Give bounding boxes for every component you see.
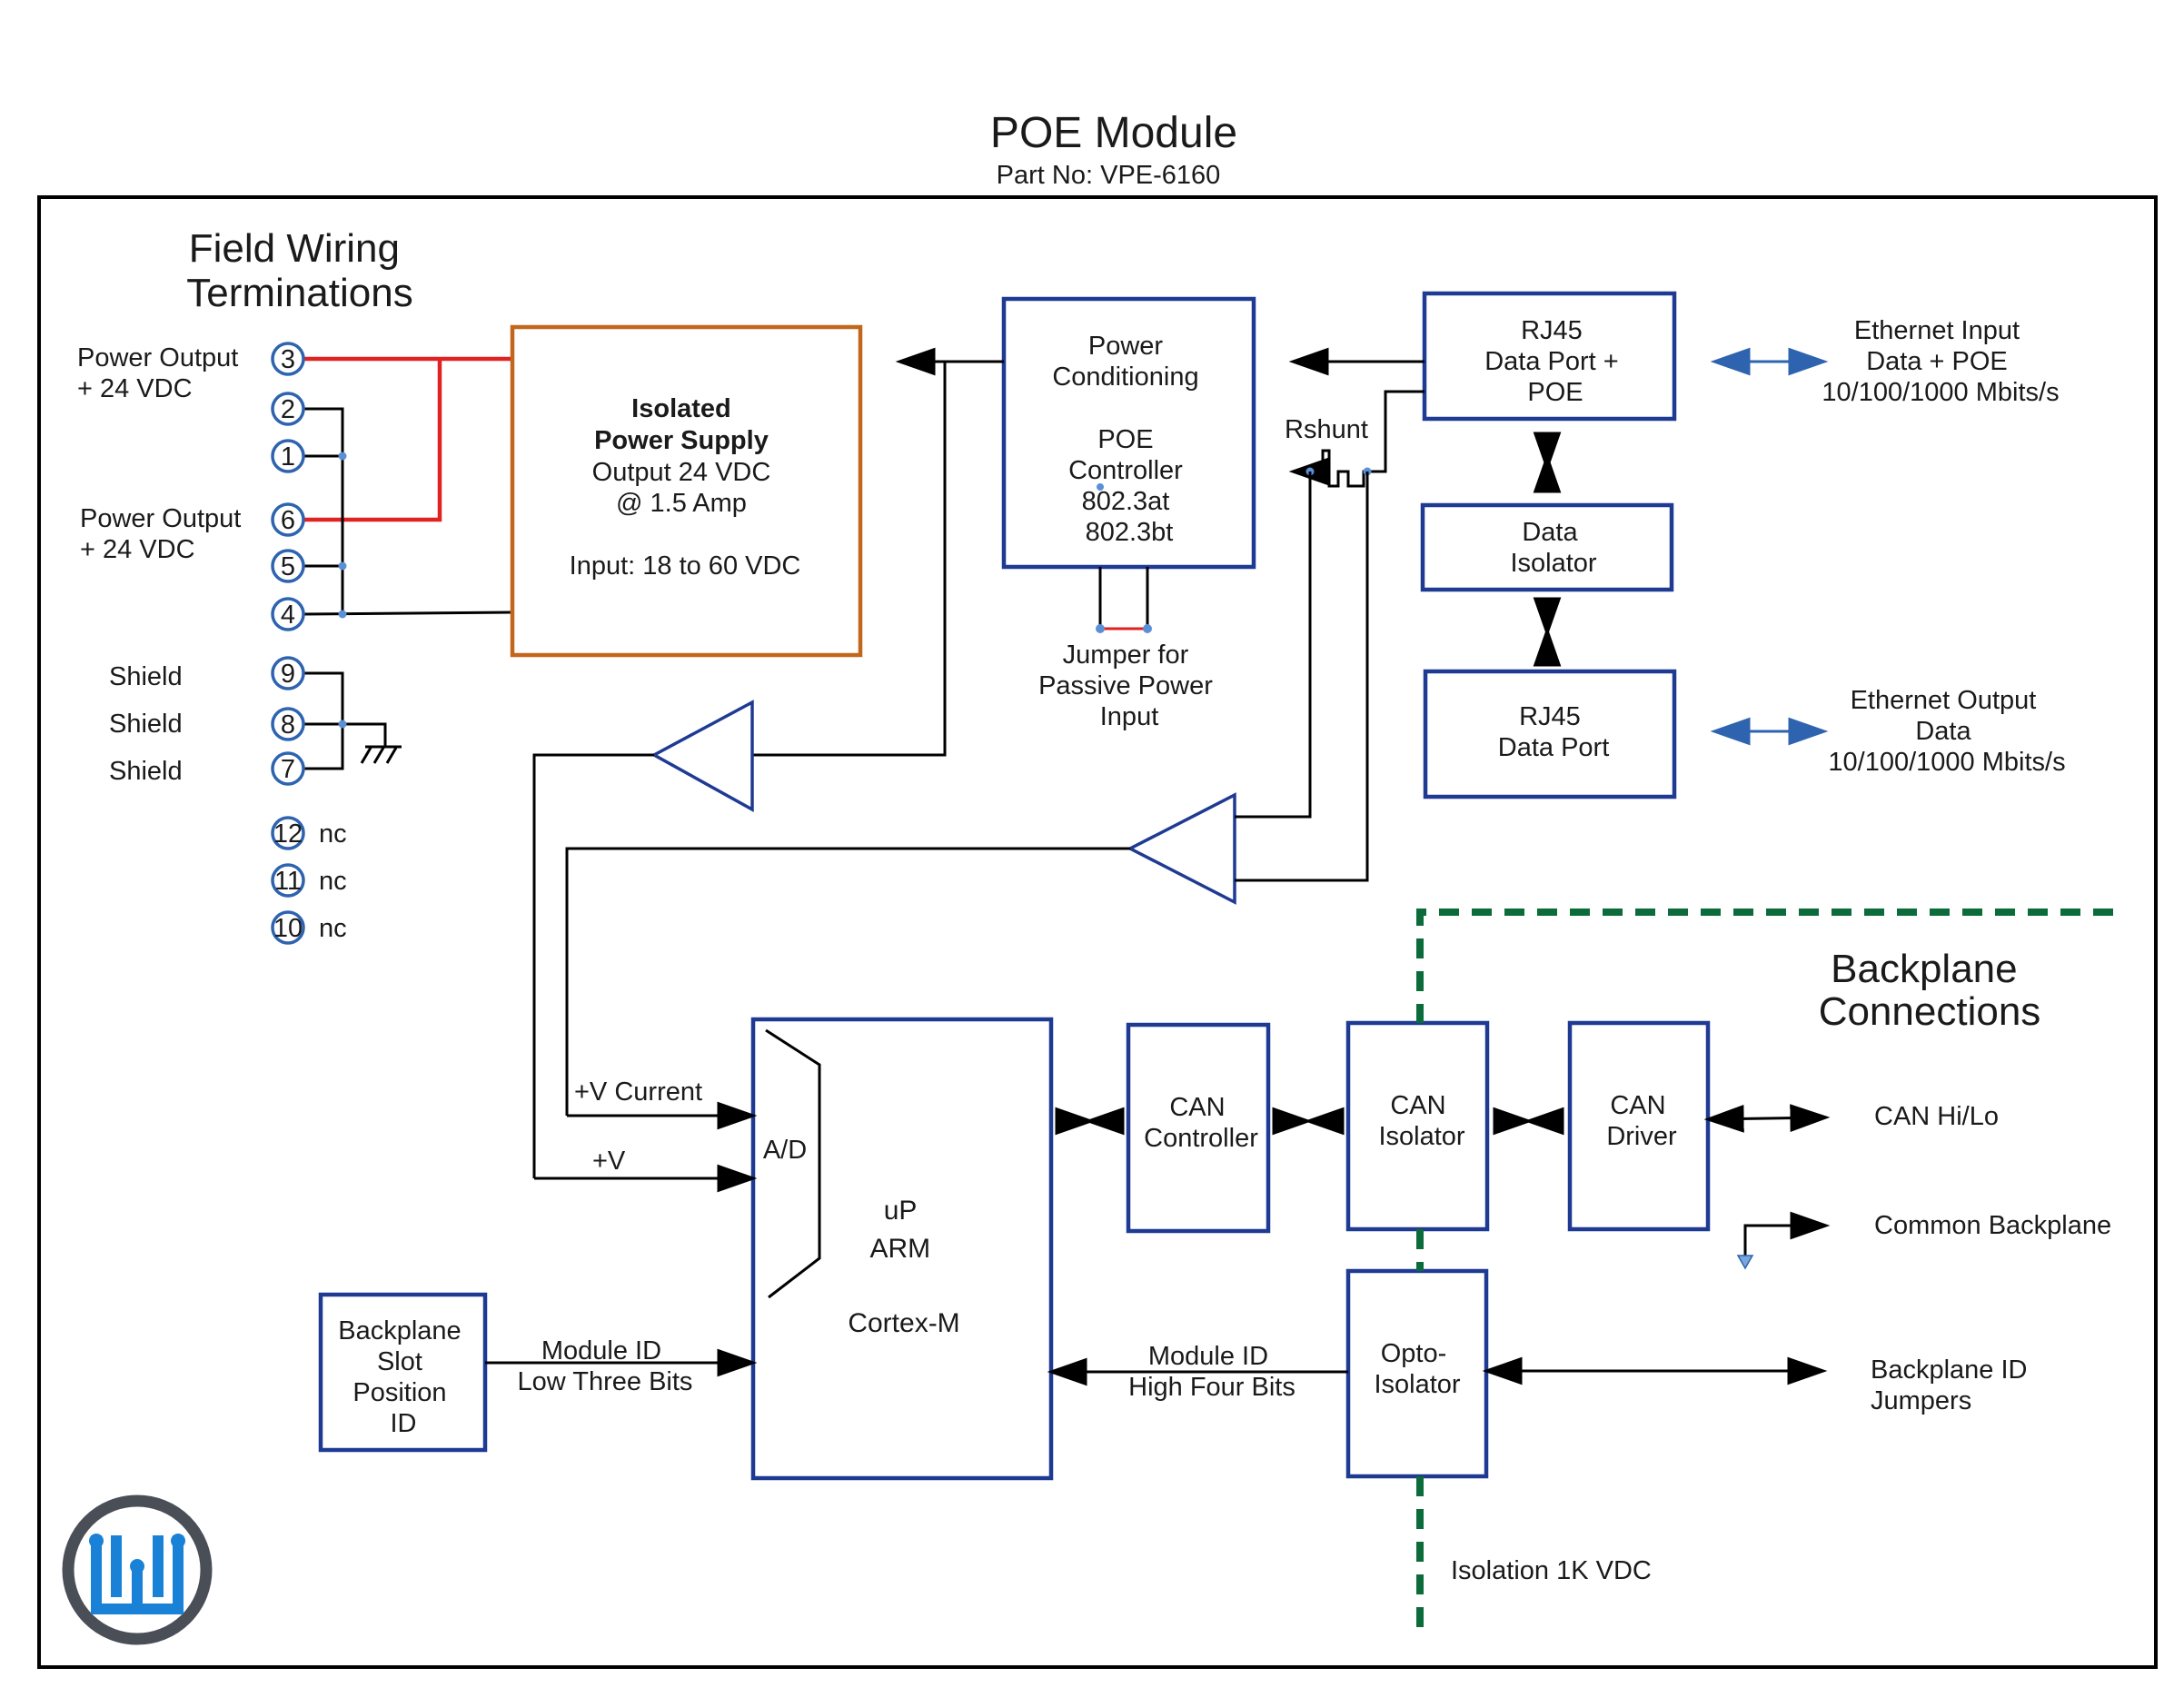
psu-label: Isolated Power Supply Output 24 VDC @ 1.…: [570, 394, 801, 581]
v-plus-label: +V: [592, 1147, 626, 1176]
terminal-1: 1: [271, 439, 305, 473]
ethernet-input-label: Ethernet Input Data + POE 10/100/1000 Mb…: [1822, 316, 2059, 407]
terminal-2: 2: [271, 392, 305, 426]
page-title: POE Module: [990, 109, 1237, 157]
terminal-6: 6: [271, 502, 305, 537]
jumper-pin: [1096, 624, 1105, 633]
terminal-7: 7: [271, 751, 305, 786]
svg-text:8: 8: [281, 710, 295, 740]
ground-wire: [342, 722, 387, 747]
diagram-frame: [37, 195, 2158, 1669]
rshunt-resistor: [1305, 390, 1425, 488]
svg-text:4: 4: [281, 601, 295, 630]
svg-text:12: 12: [273, 819, 303, 849]
company-logo-icon: [62, 1494, 213, 1645]
shield-label-8: Shield: [109, 710, 183, 739]
terminal-8: 8: [271, 707, 305, 741]
part-number: Part No: VPE-6160: [997, 161, 1221, 190]
can-hilo-label: CAN Hi/Lo: [1874, 1102, 1999, 1131]
terminal-5: 5: [271, 549, 305, 583]
rj45-poe-block: [1422, 291, 1677, 422]
module-id-low-label: Module ID Low Three Bits: [518, 1336, 693, 1396]
opto-isolator-label: Opto- Isolator: [1374, 1339, 1460, 1399]
power-sense-wire: [752, 362, 947, 757]
opto-isolator-block: [1345, 1268, 1489, 1479]
isolation-barrier: [1416, 909, 2113, 1023]
cpu-block: [750, 1017, 1054, 1481]
current-sense-wire: [1235, 472, 1312, 819]
current-sense-wire: [1235, 472, 1369, 882]
junction-dot: [338, 610, 347, 619]
rj45-data-block: [1423, 669, 1677, 799]
svg-text:7: 7: [281, 755, 295, 784]
return-wire-t4: [303, 611, 513, 616]
terminal-12: 12: [271, 816, 305, 850]
svg-text:6: 6: [281, 506, 295, 535]
power-conditioning-label: Power Conditioning POE Controller 802.3a…: [1052, 332, 1206, 547]
shield-label-7: Shield: [109, 757, 183, 786]
power-conditioning-block: [1001, 296, 1256, 570]
svg-text:1: 1: [281, 442, 295, 472]
svg-text:5: 5: [281, 552, 295, 581]
common-backplane-wire: [1743, 1224, 1826, 1257]
rj45-poe-label: RJ45 Data Port + POE: [1484, 316, 1626, 407]
rj45-data-label: RJ45 Data Port: [1498, 702, 1610, 762]
jumper-label: Jumper for Passive Power Input: [1038, 640, 1220, 731]
junction-dot: [338, 720, 347, 729]
backplane-slot-id-label: Backplane Slot Position ID: [338, 1316, 469, 1438]
can-controller-label: CAN Controller: [1144, 1093, 1258, 1153]
svg-text:3: 3: [281, 345, 295, 374]
terminal-9: 9: [271, 656, 305, 690]
module-id-high-label: Module ID High Four Bits: [1128, 1342, 1296, 1402]
can-bus-arrow: [1703, 1104, 1831, 1133]
junction-dot: [1097, 483, 1104, 491]
field-wiring-title: Field Wiring Terminations: [186, 226, 412, 315]
cpu-label: uP ARM Cortex-M: [848, 1196, 959, 1338]
data-isolator-label: Data Isolator: [1510, 518, 1596, 578]
backplane-slot-id-block: [318, 1292, 488, 1453]
data-isolator-block: [1420, 502, 1674, 592]
backplane-connections-title: Backplane Connections: [1819, 947, 2041, 1034]
shield-label-9: Shield: [109, 662, 183, 691]
ad-converter-outline: [765, 1028, 821, 1299]
nc-label-12: nc: [319, 819, 347, 849]
junction-dot: [338, 561, 347, 571]
current-sense-amplifier: [1127, 792, 1236, 905]
power-wire-t6: [303, 359, 442, 522]
backplane-id-label: Backplane ID Jumpers: [1871, 1355, 2035, 1415]
voltage-signal-wire: [532, 753, 654, 1178]
power-output-label-b: Power Output + 24 VDC: [80, 504, 248, 564]
terminal-3: 3: [271, 342, 305, 376]
ethernet-output-label: Ethernet Output Data 10/100/1000 Mbits/s: [1828, 686, 2065, 777]
nc-label-10: nc: [319, 914, 347, 943]
can-driver-label: CAN Driver: [1606, 1091, 1677, 1151]
isolation-label: Isolation 1K VDC: [1451, 1556, 1652, 1585]
voltage-sense-amplifier: [650, 700, 754, 812]
power-output-label-a: Power Output + 24 VDC: [77, 343, 245, 403]
svg-text:10: 10: [273, 914, 303, 943]
svg-text:11: 11: [274, 867, 302, 896]
junction-dot: [338, 452, 347, 461]
rshunt-label: Rshunt: [1285, 415, 1368, 444]
shield-bus-wire: [303, 671, 344, 770]
can-controller-block: [1126, 1022, 1271, 1234]
svg-text:2: 2: [281, 395, 295, 424]
terminal-11: 11: [271, 863, 305, 898]
current-signal-wire: [565, 847, 1130, 1116]
jumper-pin: [1143, 624, 1152, 633]
nc-label-11: nc: [319, 867, 347, 896]
v-current-label: +V Current: [574, 1077, 702, 1107]
svg-text:9: 9: [281, 660, 295, 689]
return-bus-wire: [303, 407, 344, 614]
isolated-power-supply-block: [510, 324, 863, 658]
common-ground-arrow-icon: [1736, 1255, 1754, 1270]
common-backplane-label: Common Backplane: [1874, 1211, 2111, 1240]
terminal-10: 10: [271, 910, 305, 945]
ad-converter-label: A/D: [763, 1136, 807, 1165]
can-isolator-label: CAN Isolator: [1378, 1091, 1464, 1151]
chassis-ground-icon: [360, 745, 402, 764]
terminal-4: 4: [271, 597, 305, 631]
